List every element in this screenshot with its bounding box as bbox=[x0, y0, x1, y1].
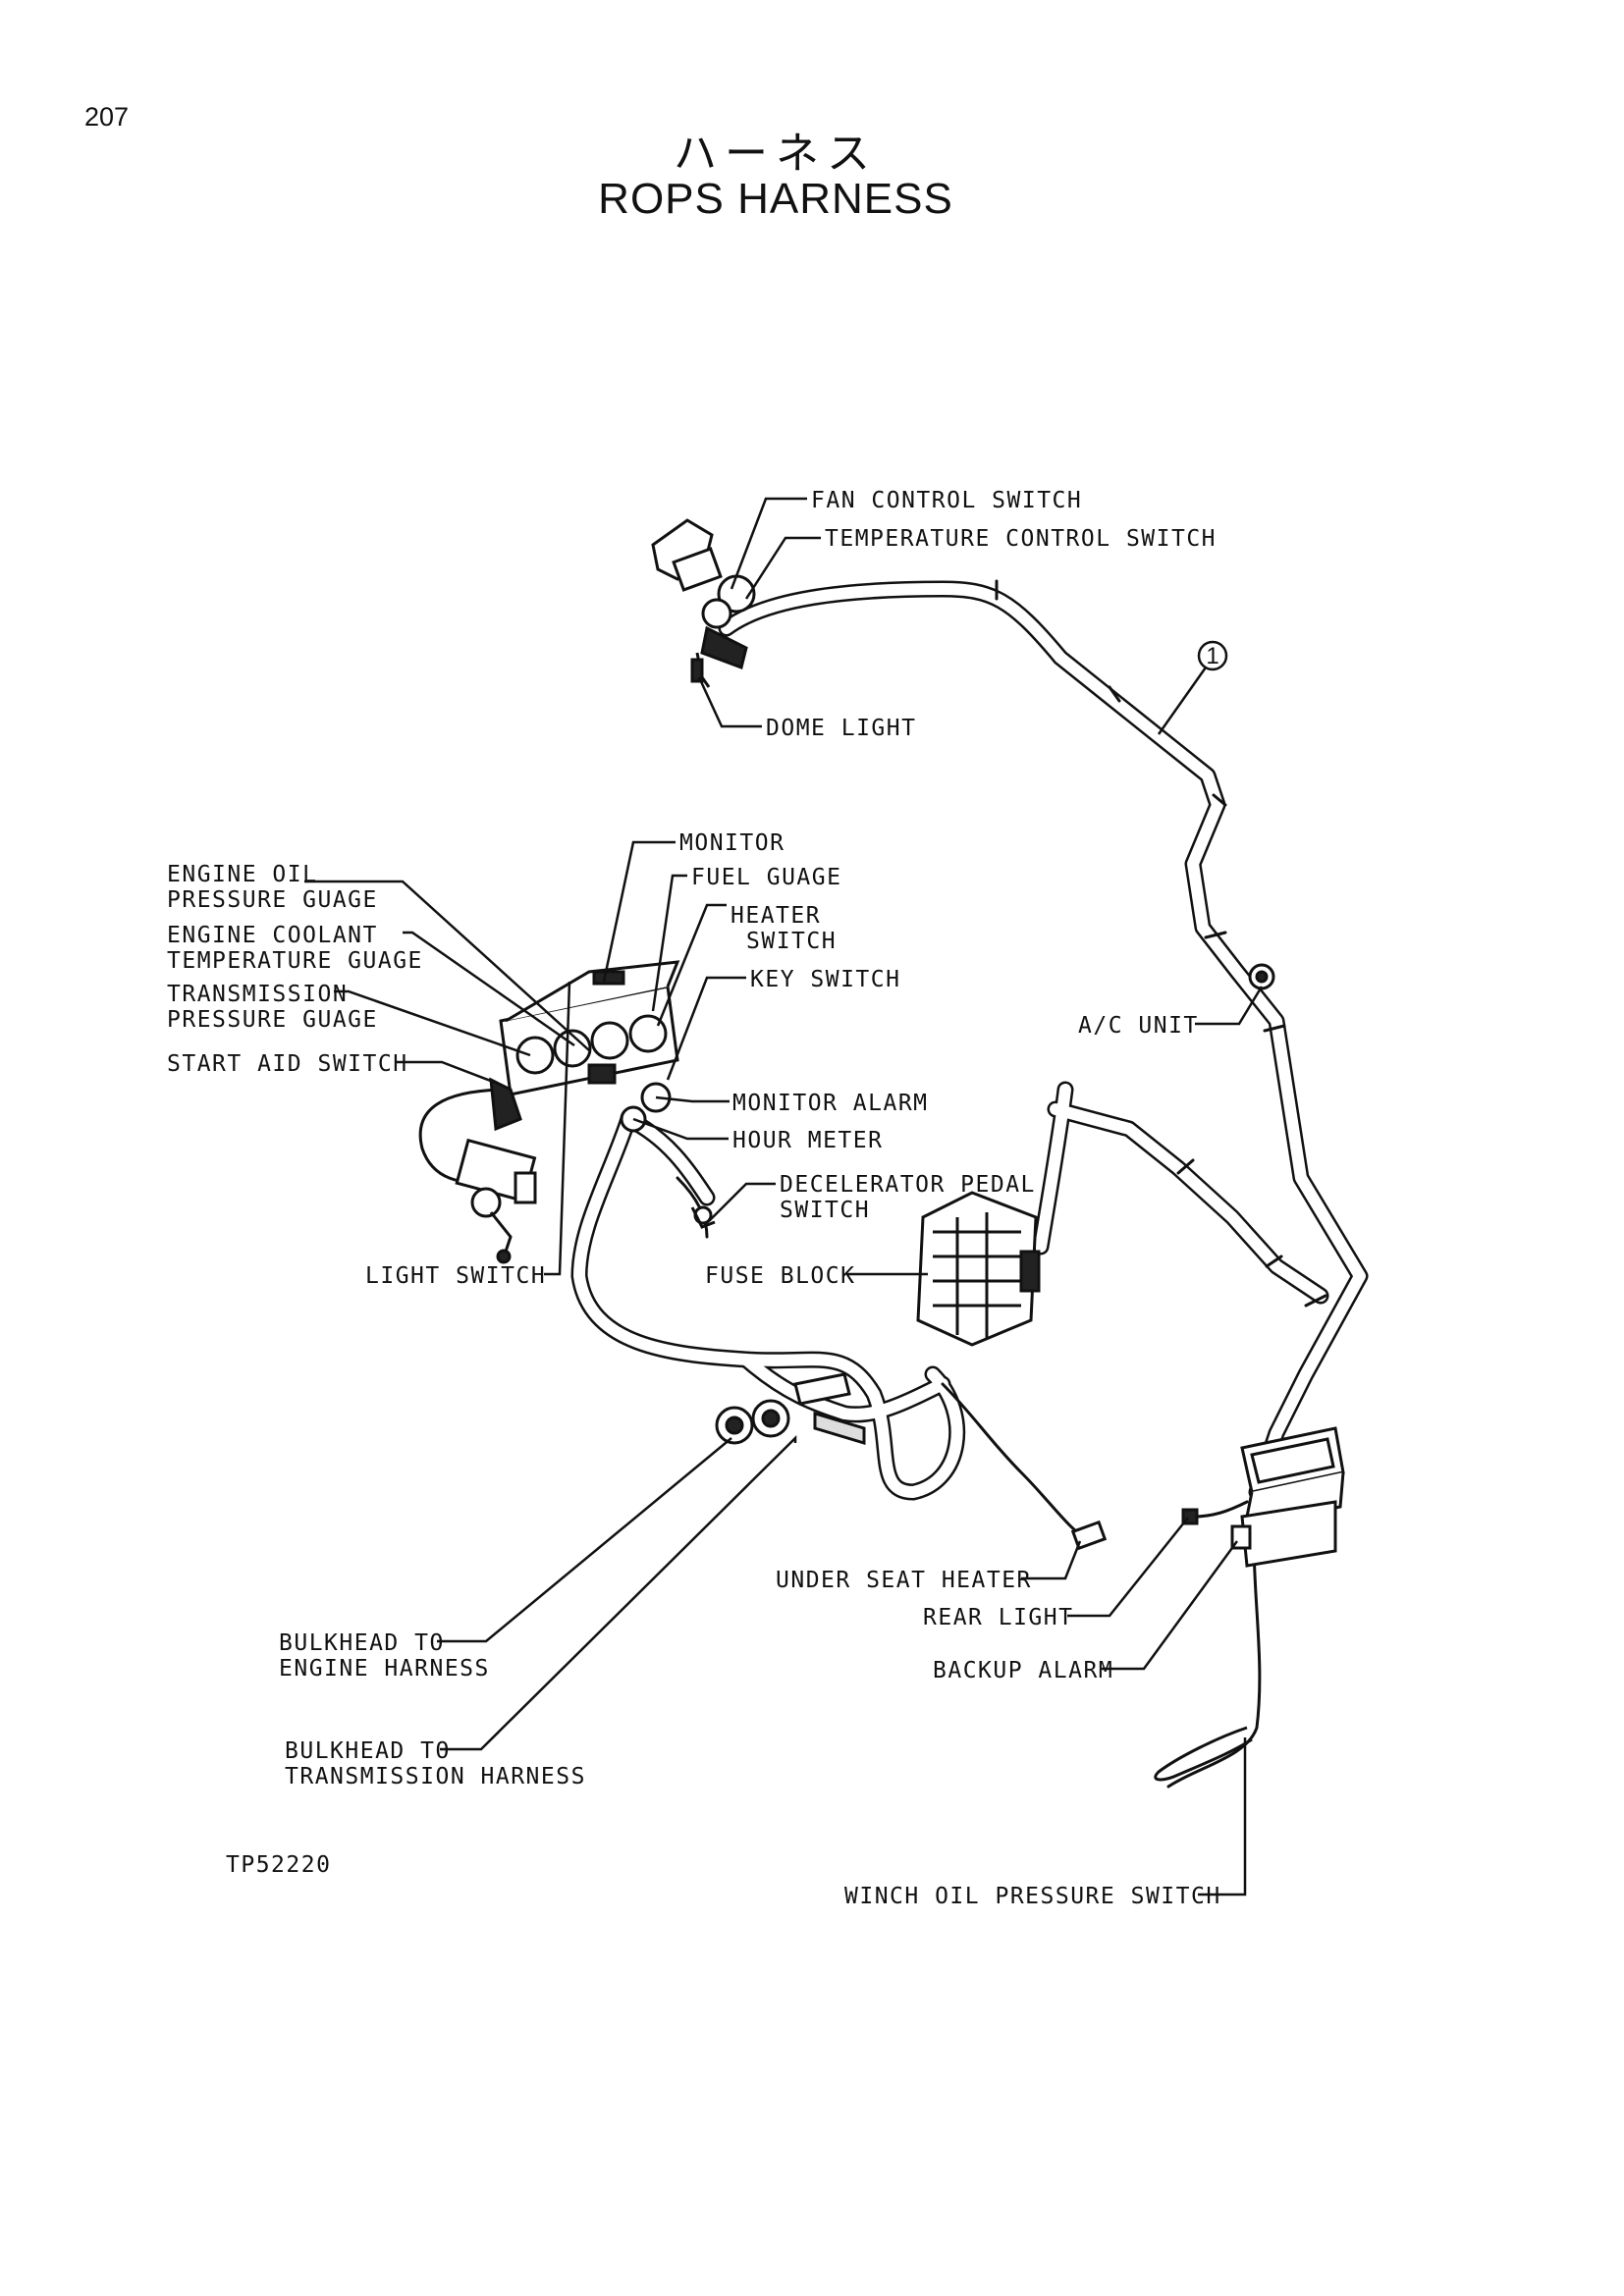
part-reference-balloon: 1 bbox=[1157, 640, 1228, 735]
start-aid-switch-assembly bbox=[455, 1138, 537, 1264]
ac-unit-connector bbox=[1248, 963, 1275, 990]
label-fan-control-switch: FAN CONTROL SWITCH bbox=[811, 488, 1082, 513]
label-under-seat-heater: UNDER SEAT HEATER bbox=[776, 1568, 1032, 1593]
rear-light bbox=[1240, 1426, 1345, 1568]
bulkhead-connectors bbox=[715, 1372, 866, 1446]
label-engine-oil-line2: PRESSURE GUAGE bbox=[167, 887, 378, 913]
label-rear-light: REAR LIGHT bbox=[923, 1605, 1073, 1630]
label-bulkhead-engine-line2: ENGINE HARNESS bbox=[279, 1656, 490, 1682]
label-bulkhead-transmission-line2: TRANSMISSION HARNESS bbox=[285, 1764, 586, 1789]
label-backup-alarm: BACKUP ALARM bbox=[933, 1658, 1113, 1683]
label-transmission-line2: PRESSURE GUAGE bbox=[167, 1007, 378, 1033]
label-bulkhead-transmission-line1: BULKHEAD TO bbox=[285, 1738, 451, 1764]
label-engine-oil-line1: ENGINE OIL bbox=[167, 862, 317, 887]
label-hour-meter: HOUR METER bbox=[732, 1128, 883, 1153]
monitor-panel bbox=[489, 960, 680, 1133]
label-engine-coolant-line2: TEMPERATURE GUAGE bbox=[167, 948, 423, 974]
label-temperature-control-switch: TEMPERATURE CONTROL SWITCH bbox=[825, 526, 1217, 552]
drawing-id: TP52220 bbox=[226, 1852, 331, 1878]
dome-light bbox=[690, 658, 704, 683]
part-ref-number: 1 bbox=[1206, 643, 1218, 669]
fuse-block bbox=[916, 1191, 1041, 1347]
callout-labels: FAN CONTROL SWITCH TEMPERATURE CONTROL S… bbox=[167, 488, 1221, 1909]
label-dome-light: DOME LIGHT bbox=[766, 716, 916, 741]
label-start-aid-switch: START AID SWITCH bbox=[167, 1051, 408, 1077]
label-heater-switch-line1: HEATER bbox=[731, 903, 821, 929]
label-key-switch: KEY SWITCH bbox=[750, 967, 900, 992]
decelerator-pedal-switch bbox=[690, 1205, 716, 1229]
label-light-switch: LIGHT SWITCH bbox=[365, 1263, 546, 1289]
fan-and-temperature-switch-cluster bbox=[651, 518, 756, 688]
harness-cables bbox=[418, 579, 1369, 1789]
label-decelerator-line2: SWITCH bbox=[780, 1198, 870, 1223]
label-fuse-block: FUSE BLOCK bbox=[705, 1263, 855, 1289]
title-japanese: ハーネス bbox=[674, 129, 878, 179]
label-monitor-alarm: MONITOR ALARM bbox=[732, 1091, 929, 1116]
leader-lines bbox=[304, 497, 1264, 1896]
label-fuel-guage: FUEL GUAGE bbox=[691, 865, 841, 890]
title-english: ROPS HARNESS bbox=[598, 175, 953, 223]
label-heater-switch-line2: SWITCH bbox=[746, 929, 837, 954]
page-number: 207 bbox=[84, 102, 130, 132]
label-bulkhead-engine-line1: BULKHEAD TO bbox=[279, 1630, 445, 1656]
label-winch-oil-pressure-switch: WINCH OIL PRESSURE SWITCH bbox=[844, 1884, 1221, 1909]
winch-oil-pressure-switch bbox=[1154, 1726, 1253, 1782]
label-engine-coolant-line1: ENGINE COOLANT bbox=[167, 923, 378, 948]
label-ac-unit: A/C UNIT bbox=[1078, 1013, 1199, 1039]
label-monitor: MONITOR bbox=[679, 830, 785, 856]
label-decelerator-line1: DECELERATOR PEDAL bbox=[780, 1172, 1036, 1198]
label-transmission-line1: TRANSMISSION bbox=[167, 982, 348, 1007]
